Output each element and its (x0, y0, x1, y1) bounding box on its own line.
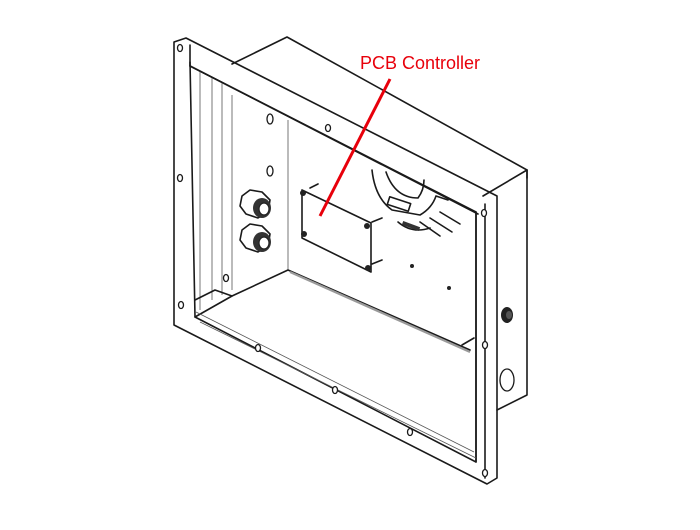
transformer (371, 169, 461, 237)
flange-holes (176, 43, 489, 478)
pcb-controller-board (300, 183, 383, 273)
cable-gland-bottom (239, 223, 271, 253)
enclosure-box (231, 36, 528, 411)
cable-gland-top (239, 189, 271, 219)
callout-leader-line (318, 78, 392, 217)
side-cable-gland (501, 307, 513, 323)
mounting-flange (173, 37, 498, 485)
pcb-controller-label: PCB Controller (360, 53, 481, 73)
side-knockout-hole (499, 368, 515, 392)
